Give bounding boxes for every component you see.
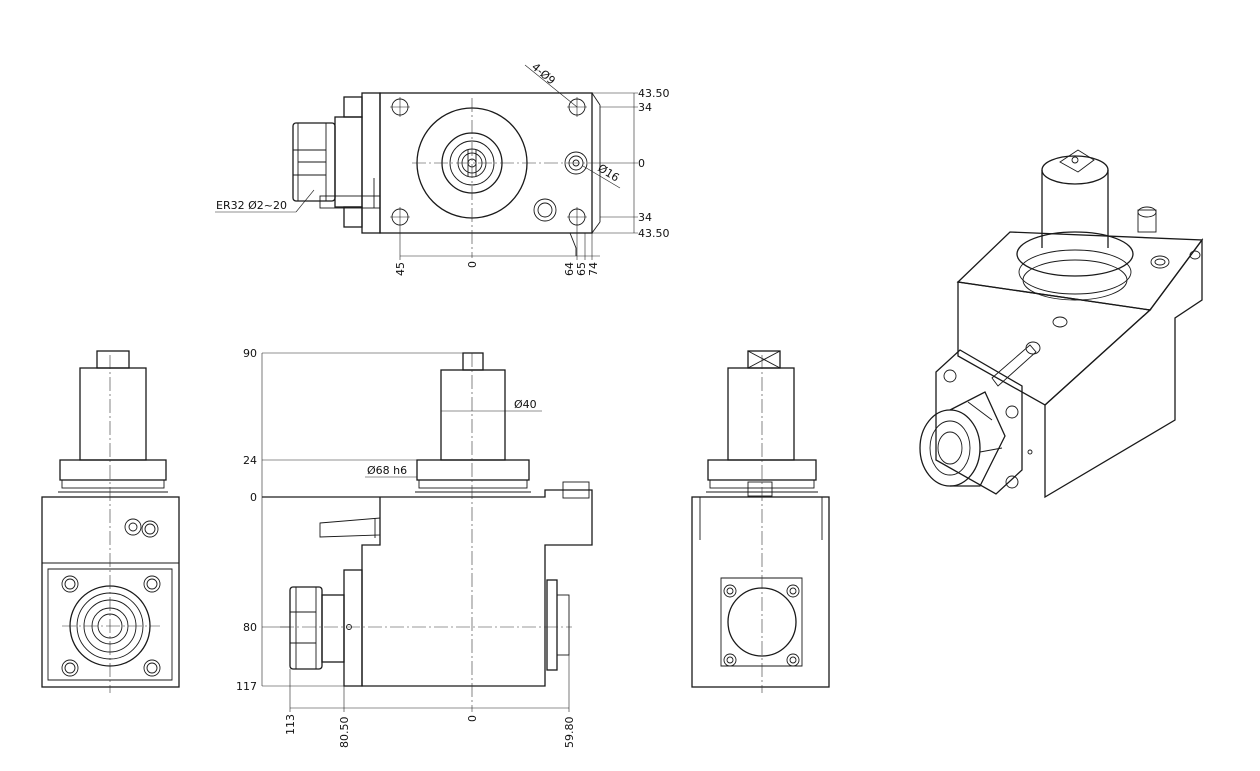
top-view: 4-Ø9 ER32 Ø2~20 Ø16 43.50 34 0 34 43.50 … <box>215 60 670 276</box>
isometric-view <box>919 149 1204 499</box>
shank-callout: Ø40 <box>514 398 537 411</box>
dim-front-bottom-1: 113 <box>284 714 297 735</box>
flange-callout: Ø68 h6 <box>367 464 407 477</box>
holes-callout: 4-Ø9 <box>529 60 558 87</box>
front-view: Ø40 Ø68 h6 90 24 0 80 117 113 80.50 0 59… <box>236 347 593 749</box>
dim-top-right-2: 34 <box>638 101 652 114</box>
dim-front-bottom-3: 0 <box>466 715 479 722</box>
right-view <box>691 350 830 693</box>
dim-top-bottom-5: 74 <box>587 262 600 276</box>
dim-front-left-1: 90 <box>243 347 257 360</box>
dim-front-left-4: 80 <box>243 621 257 634</box>
dim-top-right-1: 43.50 <box>638 87 670 100</box>
dim-front-bottom-4: 59.80 <box>563 717 576 749</box>
mount-holes <box>390 97 587 227</box>
dim-front-left-2: 24 <box>243 454 257 467</box>
dim-top-bottom-2: 0 <box>466 261 479 268</box>
dim-top-right-3: 0 <box>638 157 645 170</box>
dim-front-left-5: 117 <box>236 680 257 693</box>
dim-top-bottom-4: 65 <box>575 262 588 276</box>
dim-top-right-4: 34 <box>638 211 652 224</box>
dim-top-right-5: 43.50 <box>638 227 670 240</box>
left-view <box>41 350 180 693</box>
dim-front-left-3: 0 <box>250 491 257 504</box>
dim-front-bottom-2: 80.50 <box>338 717 351 749</box>
dim-top-bottom-1: 45 <box>394 262 407 276</box>
dim-top-bottom-3: 64 <box>563 262 576 276</box>
collet-callout: ER32 Ø2~20 <box>216 199 287 212</box>
